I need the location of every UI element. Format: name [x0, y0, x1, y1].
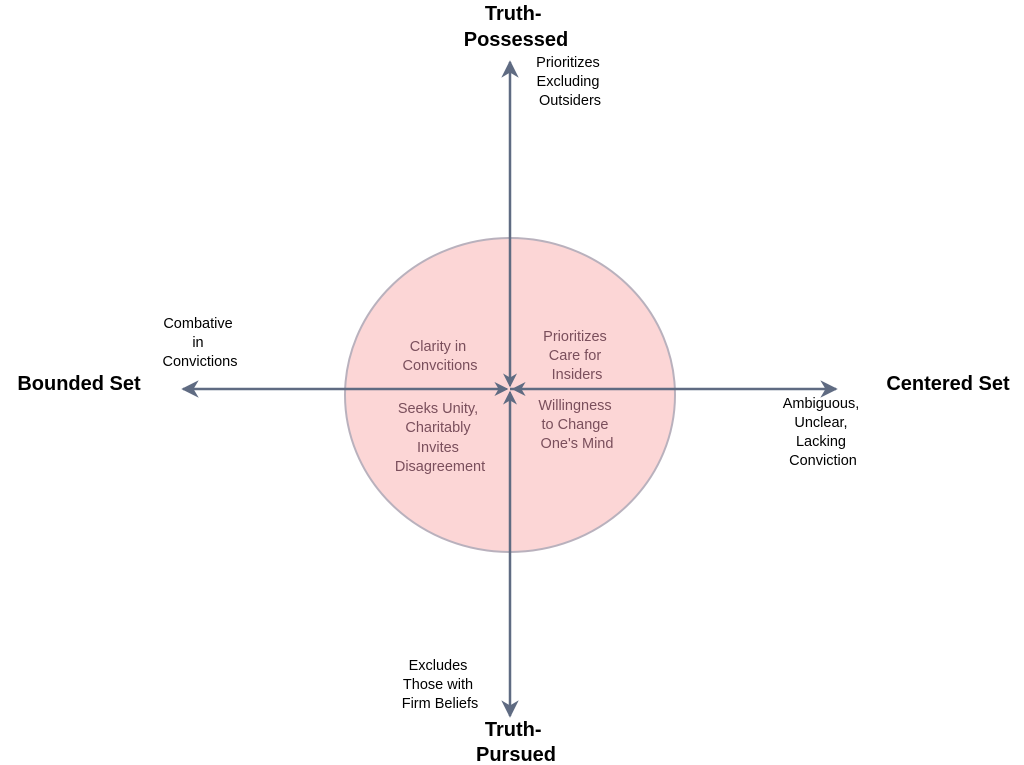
quadrant-top-left-label: Clarity in Convcitions [403, 339, 478, 374]
top-axis-title: Truth- Possessed [464, 3, 569, 51]
left-axis-note-line: in [192, 335, 203, 351]
right-axis-note: Ambiguous, Unclear, Lacking Conviction [783, 396, 864, 469]
quadrant-label-line: Seeks Unity, [398, 401, 478, 417]
quadrant-label-line: Charitably [405, 420, 471, 436]
quadrant-bottom-left-label: Seeks Unity, Charitably Invites Disagree… [395, 401, 485, 475]
left-axis-note: Combative in Convictions [163, 316, 238, 370]
top-axis-note: Prioritizes Excluding Outsiders [536, 55, 604, 109]
top-axis-title-line: Possessed [464, 29, 569, 51]
quadrant-label-line: Clarity in [410, 339, 466, 355]
bottom-axis-title: Truth- Pursued [476, 719, 556, 765]
quadrant-label-line: Prioritizes [543, 329, 607, 345]
quadrant-label-line: Disagreement [395, 459, 485, 475]
top-axis-title-line: Truth- [485, 3, 542, 25]
right-axis-note-line: Unclear, [794, 415, 847, 431]
right-axis-note-line: Conviction [789, 453, 857, 469]
top-axis-note-line: Outsiders [539, 93, 601, 109]
quadrant-label-line: One's Mind [541, 436, 614, 452]
quadrant-label-line: Invites [417, 440, 459, 456]
quadrant-label-line: Convcitions [403, 358, 478, 374]
quadrant-label-line: to Change [542, 417, 609, 433]
quadrant-label-line: Care for [549, 348, 602, 364]
bottom-axis-note-line: Firm Beliefs [402, 696, 479, 712]
bottom-axis-note-line: Those with [403, 677, 473, 693]
quadrant-bottom-right-label: Willingness to Change One's Mind [538, 398, 615, 452]
top-axis-note-line: Prioritizes [536, 55, 600, 71]
top-axis-note-line: Excluding [537, 74, 600, 90]
bottom-axis-title-line: Truth- [485, 719, 542, 741]
quadrant-top-right-label: Prioritizes Care for Insiders [543, 329, 611, 383]
right-axis-title: Centered Set [886, 373, 1010, 395]
left-axis-note-line: Combative [163, 316, 232, 332]
quadrant-label-line: Willingness [538, 398, 611, 414]
bottom-axis-note: Excludes Those with Firm Beliefs [402, 658, 479, 712]
right-axis-note-line: Lacking [796, 434, 846, 450]
right-axis-note-line: Ambiguous, [783, 396, 860, 412]
left-axis-note-line: Convictions [163, 354, 238, 370]
bottom-axis-title-line: Pursued [476, 744, 556, 765]
bottom-axis-note-line: Excludes [409, 658, 468, 674]
left-axis-title: Bounded Set [17, 373, 141, 395]
quadrant-label-line: Insiders [552, 367, 603, 383]
